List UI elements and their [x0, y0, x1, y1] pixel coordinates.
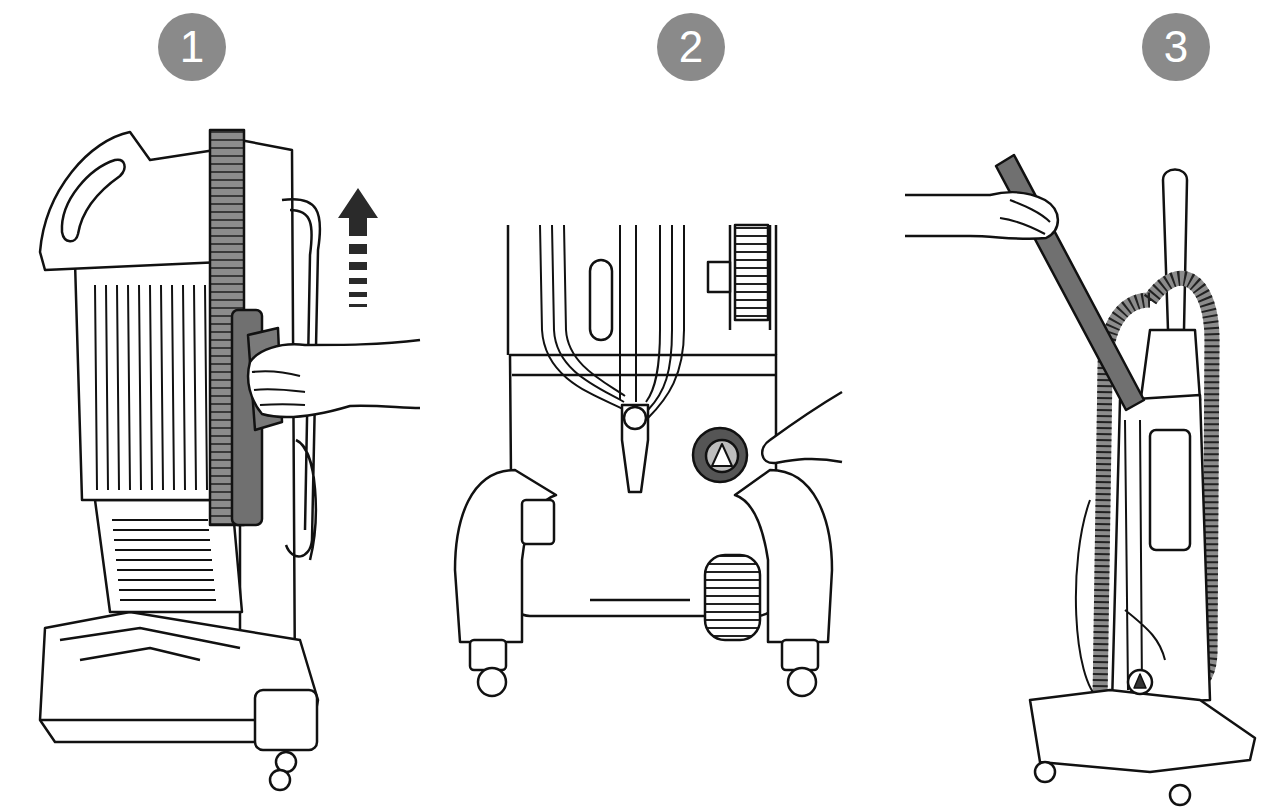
column-slot [590, 260, 612, 340]
arrow-dash [349, 304, 367, 307]
finger-lines [252, 371, 305, 405]
vacuum-front-view [905, 155, 1255, 805]
arrow-dash [349, 292, 367, 297]
hand [248, 340, 420, 417]
caster-wheel [1035, 762, 1055, 782]
cords [540, 225, 684, 418]
upright-handle [1163, 170, 1187, 331]
handle-cutout [62, 160, 125, 242]
caster-wheel [478, 668, 506, 696]
vacuum-side-view [40, 130, 420, 790]
step-number: 3 [1164, 25, 1188, 69]
finger-lines [1000, 200, 1050, 234]
grille-lines [112, 520, 216, 600]
cord-clip [708, 262, 730, 292]
step-badge: 2 [657, 13, 725, 81]
hose-top [735, 225, 768, 320]
top-handle-body [40, 132, 222, 270]
finger [762, 392, 842, 463]
body-panel [1150, 430, 1190, 550]
arrow-dash [349, 244, 367, 254]
left-slot [522, 500, 554, 544]
lift-arrow [338, 188, 378, 307]
arrow-dash [349, 262, 367, 270]
center-clip [622, 405, 648, 492]
upper-body [1140, 330, 1200, 405]
step-badge: 3 [1142, 13, 1210, 81]
base-front [1030, 690, 1255, 772]
step-number: 2 [679, 25, 703, 69]
column-outline [508, 225, 776, 355]
arrow-head [338, 188, 378, 236]
caster-wheel [788, 668, 816, 696]
dial-triangle [1134, 674, 1146, 688]
caster-wheel [1170, 785, 1190, 805]
hand [905, 192, 1058, 239]
dial-face [706, 440, 738, 472]
step-badge: 1 [158, 13, 226, 81]
caster-mount [782, 640, 818, 670]
caster-wheel [270, 770, 290, 790]
canister-fins [95, 285, 207, 490]
left-housing [455, 470, 556, 642]
dial-knob [693, 428, 747, 482]
caster-mount [470, 640, 506, 670]
dial-triangle [712, 444, 732, 466]
dust-canister [75, 262, 230, 500]
dial-symbol [1128, 670, 1152, 694]
arrow-dash [349, 278, 367, 284]
hose-coil [705, 555, 760, 640]
clip-screw [624, 407, 646, 429]
wheel-housing [255, 690, 317, 750]
vacuum-back-view [455, 225, 842, 696]
step-number: 1 [180, 25, 204, 69]
